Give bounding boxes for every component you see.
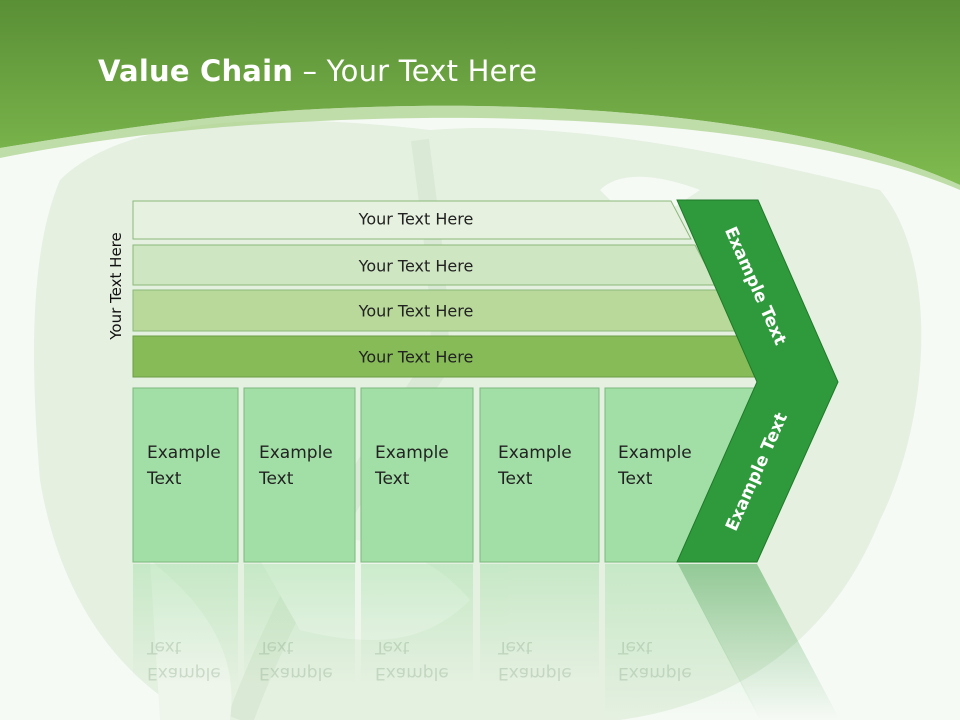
column-text-4: Example Text <box>498 440 572 492</box>
column-1 <box>132 387 239 563</box>
column-3-line1: Example <box>375 443 449 463</box>
column-text-5: Example Text <box>618 440 692 492</box>
slide-title: Value Chain – Your Text Here <box>98 54 537 88</box>
column-text-3: Example Text <box>375 440 449 492</box>
band-label-3: Your Text Here <box>358 301 474 321</box>
chevron-arrow <box>676 199 839 563</box>
column-text-1: Example Text <box>147 440 221 492</box>
column-5-line2: Text <box>618 469 653 489</box>
column-text-2: Example Text <box>259 440 333 492</box>
column-1-line2: Text <box>147 469 182 489</box>
header-band <box>0 0 960 185</box>
column-3-line2: Text <box>375 469 410 489</box>
band-1 <box>132 200 692 240</box>
column-2-line2: Text <box>259 469 294 489</box>
column-5-line1: Example <box>618 443 692 463</box>
title-rest: – Your Text Here <box>293 54 538 88</box>
title-bold: Value Chain <box>98 54 294 88</box>
column-4 <box>479 387 600 563</box>
band-label-1: Your Text Here <box>358 209 474 229</box>
column-4-line2: Text <box>498 469 533 489</box>
column-4-line1: Example <box>498 443 572 463</box>
column-1-line1: Example <box>147 443 221 463</box>
column-2-line1: Example <box>259 443 333 463</box>
column-3 <box>360 387 474 563</box>
side-label: Your Text Here <box>107 232 125 340</box>
column-2 <box>243 387 356 563</box>
band-label-4: Your Text Here <box>358 347 474 367</box>
band-label-2: Your Text Here <box>358 256 474 276</box>
